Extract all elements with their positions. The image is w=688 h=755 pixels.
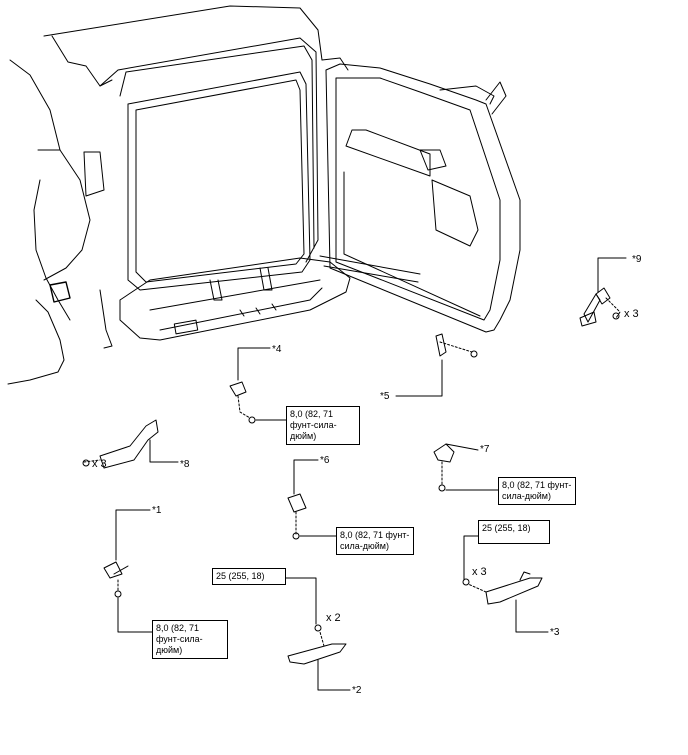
callout-1: *1	[152, 505, 162, 516]
quantity-3: x 3	[472, 566, 487, 578]
quantity-9: x 3	[624, 308, 639, 320]
part-6-bracket	[287, 459, 337, 540]
vehicle-rear-body	[7, 5, 421, 385]
callout-6: *6	[320, 455, 330, 466]
torque-spec-6: 8,0 (82, 71 фунт-сила-дюйм)	[336, 527, 414, 555]
torque-spec-7: 8,0 (82, 71 фунт-сила-дюйм)	[498, 477, 576, 505]
callout-8: *8	[180, 459, 190, 470]
callout-5: *5	[380, 391, 390, 402]
part-5-clip	[395, 333, 478, 397]
torque-spec-3: 25 (255, 18)	[478, 520, 550, 544]
part-1-bracket	[103, 509, 153, 633]
part-7-clamp	[433, 443, 501, 492]
torque-spec-1: 8,0 (82, 71 фунт-сила-дюйм)	[152, 620, 228, 659]
callout-4: *4	[272, 344, 282, 355]
torque-spec-2: 25 (255, 18)	[212, 568, 286, 585]
back-door-panel	[325, 63, 521, 333]
quantity-8: x 3	[92, 458, 107, 470]
part-8-brace	[82, 419, 179, 469]
callout-2: *2	[352, 685, 362, 696]
part-4-bracket	[229, 347, 287, 424]
callout-9: *9	[632, 254, 642, 265]
part-2-bracket	[285, 577, 351, 691]
torque-spec-4: 8,0 (82, 71 фунт-сила-дюйм)	[286, 406, 360, 445]
quantity-2: x 2	[326, 612, 341, 624]
callout-7: *7	[480, 444, 490, 455]
part-9-bracket	[579, 257, 627, 327]
callout-3: *3	[550, 627, 560, 638]
part-3-bracket	[462, 535, 549, 633]
